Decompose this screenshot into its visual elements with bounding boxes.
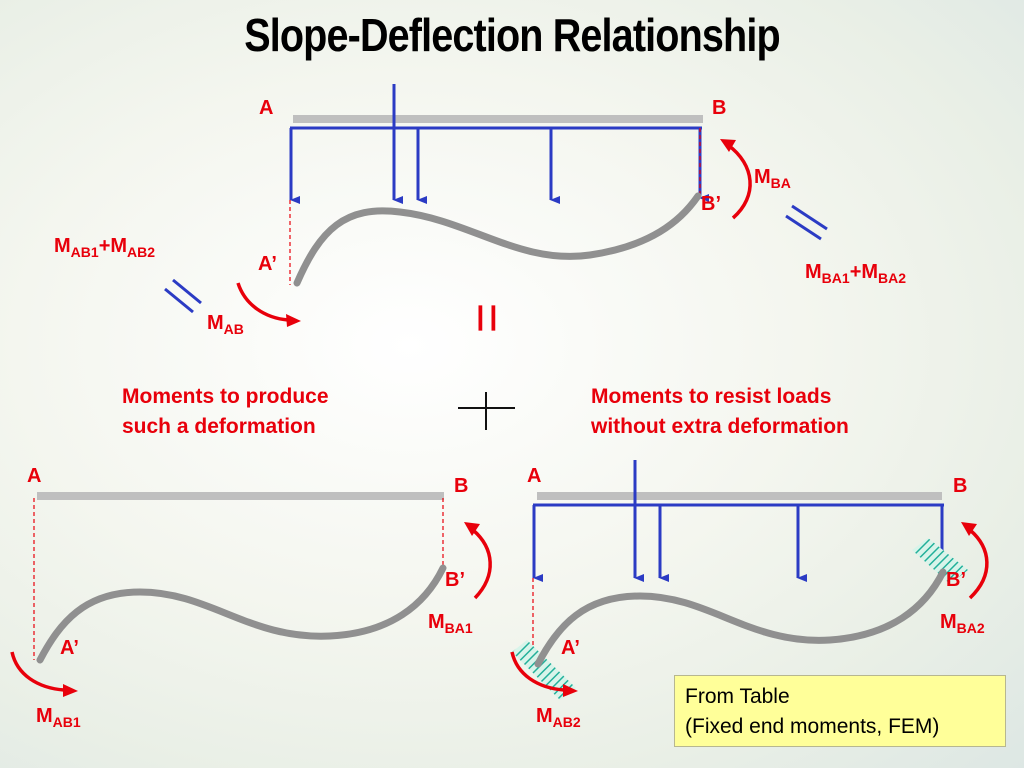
right-note: Moments to resist loads without extra de… <box>591 385 849 438</box>
bl-label-b: B <box>454 475 469 497</box>
br-moment-ba2-arrow <box>968 528 989 600</box>
bl-moment-ba1-arrowhead <box>464 522 480 536</box>
bl-moment-mab1-label: MAB1 <box>36 705 81 730</box>
bl-moment-ab1-arrow <box>10 651 65 692</box>
br-label-b: B <box>953 475 968 497</box>
top-moment-mba-label: MBA <box>754 166 791 191</box>
top-moment-ab-arrowhead <box>286 314 301 327</box>
bl-deflected-beam <box>36 564 447 664</box>
top-right-sum-label: MBA1+MBA2 <box>805 261 907 286</box>
br-moment-ba2-arrowhead <box>961 522 977 536</box>
br-moment-ab2-arrow <box>510 651 565 692</box>
br-moment-mba2-label: MBA2 <box>940 611 985 636</box>
br-beam-original <box>537 492 942 500</box>
bottom-left-diagram <box>10 492 492 697</box>
bl-label-b-prime: B’ <box>445 569 465 591</box>
br-moment-ab2-arrowhead <box>563 684 578 697</box>
plus-symbol <box>458 392 515 430</box>
br-moment-mab2-label: MAB2 <box>536 705 581 730</box>
br-label-a-prime: A’ <box>561 637 580 659</box>
top-beam-original <box>293 115 703 123</box>
top-label-b-prime: B’ <box>701 193 721 215</box>
left-note: Moments to produce such a deformation <box>122 385 329 438</box>
top-equivalence-right-1 <box>791 204 828 231</box>
top-deflected-beam <box>293 192 702 287</box>
br-deflected-beam <box>534 568 947 668</box>
br-label-b-prime: B’ <box>946 569 966 591</box>
bl-moment-ba1-arrow <box>471 528 492 600</box>
top-equivalence-right-2 <box>785 214 822 241</box>
bl-moment-mba1-label: MBA1 <box>428 611 473 636</box>
top-label-a-prime: A’ <box>258 253 277 275</box>
top-moment-ab-arrow <box>236 282 289 322</box>
br-fem-hatch-a <box>512 640 576 700</box>
top-label-b: B <box>712 97 727 119</box>
bl-moment-ab1-arrowhead <box>63 684 78 697</box>
fem-note-box: From Table (Fixed end moments, FEM) <box>674 675 1006 747</box>
bl-beam-original <box>37 492 444 500</box>
top-equivalence-left-1 <box>172 278 202 305</box>
bl-label-a-prime: A’ <box>60 637 79 659</box>
top-label-a: A <box>259 97 274 119</box>
equals-sign: = <box>458 302 517 334</box>
top-moment-ba-arrow <box>726 143 752 220</box>
br-fem-hatch-b <box>912 538 968 584</box>
top-moment-ba-arrowhead <box>720 139 736 152</box>
top-left-sum-label: MAB1+MAB2 <box>54 235 156 260</box>
bl-label-a: A <box>27 465 42 487</box>
top-equivalence-left-2 <box>164 287 194 314</box>
top-moment-mab-label: MAB <box>207 312 244 337</box>
top-beam-diagram <box>164 84 828 327</box>
bottom-right-diagram <box>510 460 989 700</box>
page-title: Slope-Deflection Relationship <box>244 9 780 61</box>
br-label-a: A <box>527 465 542 487</box>
